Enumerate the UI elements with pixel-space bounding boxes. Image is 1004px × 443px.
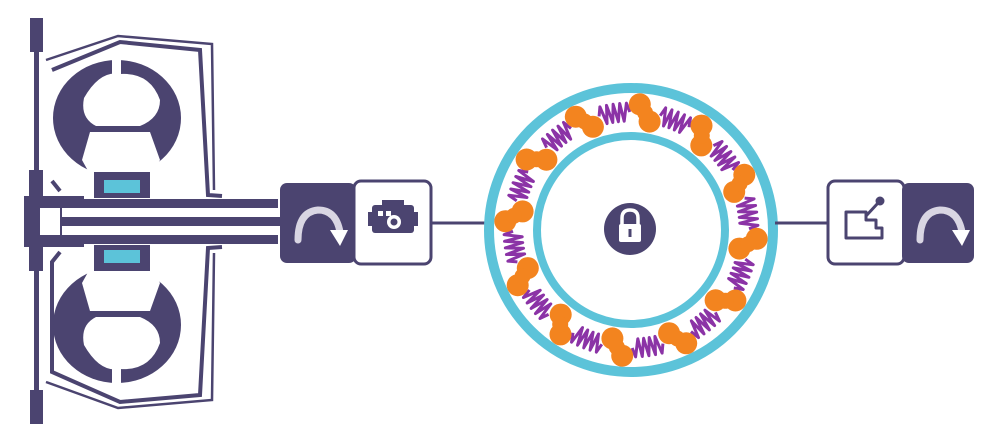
arrow-head-left [330,230,348,246]
damper-mass [728,227,768,260]
upper-impeller-vane [82,132,160,178]
clockwise-arrow-icon [916,206,966,244]
damper-outer-ring [484,83,778,377]
damper-inner-ring [533,132,729,328]
lower-stator-cyan [104,250,140,263]
lower-torus-cup [83,317,160,370]
lower-stator-gap [112,355,121,395]
damper-spring [630,334,665,359]
damper-spring [658,106,692,134]
damper-mass [494,200,534,233]
upper-torus [53,48,181,198]
upper-torus-cup [83,73,160,126]
damper-mass [723,163,756,203]
damper-spring [597,101,632,126]
torque-converter-section [24,18,280,424]
damper-spring [689,308,721,340]
rod-joint-a [29,170,43,196]
converter-housing-outline [50,39,223,405]
damper-spring [507,169,535,203]
left-rotation-panel [280,183,356,263]
right-rotation-box [902,183,974,263]
arrow-head-right [952,230,970,246]
damper-mass [515,148,558,171]
lock-icon [619,208,641,242]
damper-spring [521,288,553,320]
damper-mass [690,114,713,157]
transmission-panel [826,179,906,266]
upper-stator-gap [112,48,121,88]
left-rotation-box [280,183,356,263]
damper-springs [502,101,760,359]
upper-stator-cyan [104,180,140,193]
damper-spring [709,140,741,172]
output-shaft-core [62,217,280,226]
damper-spring [570,326,604,354]
damper-spring [541,120,573,152]
torsional-damper [484,83,778,377]
clockwise-arrow-icon [294,206,344,244]
damper-mass [658,322,698,355]
engine-box [352,179,433,266]
rod-cap-bottom [30,390,43,424]
transmission-box [826,179,906,266]
damper-mass [601,327,634,367]
housing-inner-outline [45,34,216,410]
damper-mass [506,257,539,297]
damper-masses [494,93,768,367]
lower-impeller-vane [82,265,160,311]
damper-mass [704,289,747,312]
damper-spring [735,196,760,231]
rod-joint-b [29,245,43,271]
damper-mass [549,303,572,346]
lower-torus [53,245,181,395]
damper-spring [502,229,527,264]
engine-icon [368,200,418,233]
rod-cap-top [30,18,43,52]
transmission-icon [844,196,885,240]
damper-spring [727,257,755,291]
damper-mass [564,105,604,138]
damper-mass [628,93,661,133]
